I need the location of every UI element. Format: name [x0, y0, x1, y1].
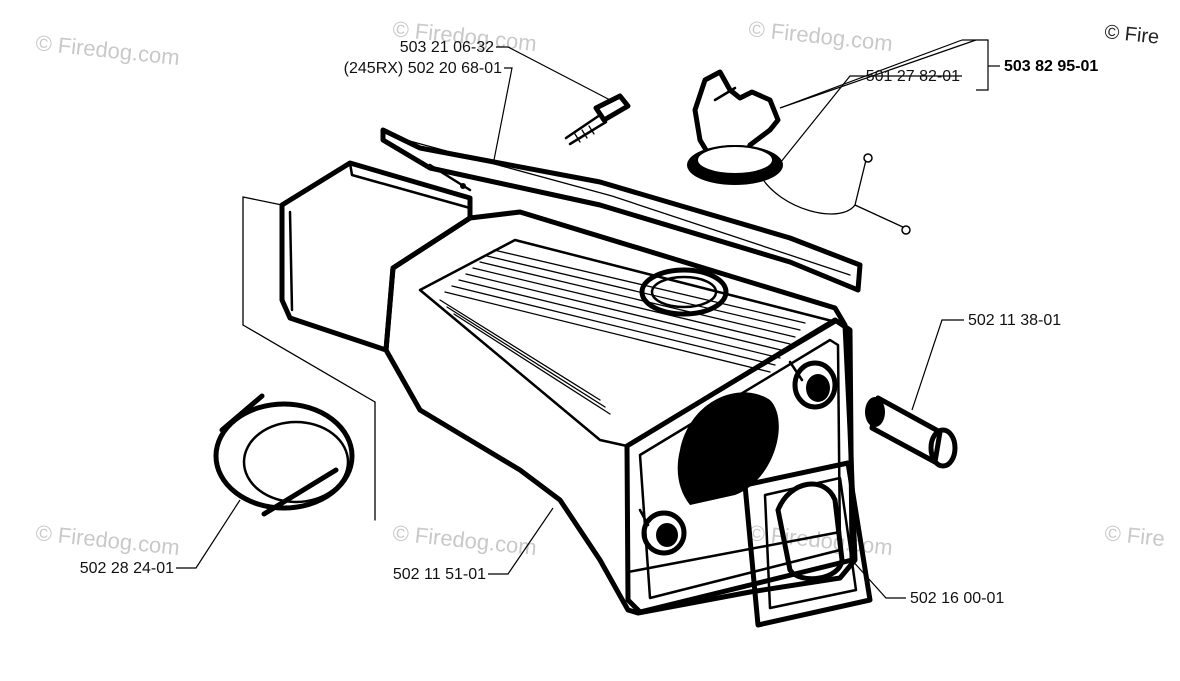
watermarks: © Firedog.com © Firedog.com © Firedog.co…: [34, 16, 1166, 560]
watermark-bottom-left: © Firedog.com: [34, 520, 180, 560]
watermark-top-left: © Firedog.com: [34, 30, 180, 70]
watermark-top-mid: © Firedog.com: [747, 16, 893, 56]
label-cap-seal: 501 27 82-01: [866, 68, 960, 85]
gasket-drawing: [742, 460, 873, 628]
label-filter: 502 11 38-01: [968, 312, 1061, 329]
strap-drawing: [380, 127, 863, 293]
watermark-top-right: © Fire: [1103, 21, 1160, 49]
label-gasket: 502 16 00-01: [910, 590, 1004, 607]
watermark-bottom-right: © Fire: [1103, 520, 1166, 551]
watermark-bottom-center: © Firedog.com: [391, 520, 537, 560]
label-strap: (245RX) 502 20 68-01: [344, 60, 502, 77]
filter-drawing: [865, 395, 958, 469]
fuel-tank-drawing: [279, 160, 858, 616]
fuel-cap-drawing: [687, 69, 911, 235]
tank-ribs: [439, 249, 806, 415]
label-tank: 502 11 51-01: [393, 566, 486, 583]
part-labels: 503 21 06-32 (245RX) 502 20 68-01 501 27…: [80, 39, 1099, 607]
label-screw: 503 21 06-32: [400, 39, 494, 56]
label-ring: 502 28 24-01: [80, 560, 174, 577]
leader-lines: [176, 39, 1000, 599]
exploded-view-bracket-left: [242, 196, 376, 521]
screw-drawing: [564, 93, 631, 146]
label-cap-kit: 503 82 95-01: [1004, 58, 1098, 75]
ring-drawing: [213, 393, 355, 517]
